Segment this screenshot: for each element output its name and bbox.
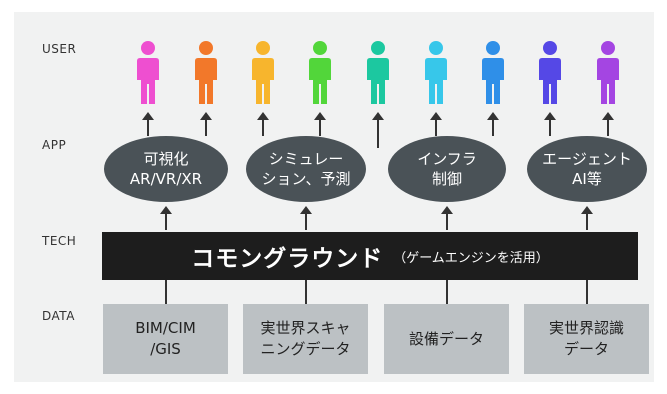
layer-label-data: DATA bbox=[42, 309, 75, 323]
user-person-icon-1 bbox=[131, 40, 165, 106]
user-person-icon-3 bbox=[246, 40, 280, 106]
data-box-recognition: 実世界認識 データ bbox=[524, 304, 649, 374]
arrow-up-icon bbox=[486, 112, 500, 136]
data-box-scanning: 実世界スキャ ニングデータ bbox=[243, 304, 368, 374]
user-person-icon-7 bbox=[476, 40, 510, 106]
app-bubble-line1: インフラ bbox=[417, 150, 477, 168]
data-box-line2: データ bbox=[563, 340, 609, 358]
app-bubble-simulation: シミュレー ション、予測 bbox=[246, 136, 366, 202]
user-person-icon-2 bbox=[189, 40, 223, 106]
arrow-up-icon bbox=[313, 112, 327, 136]
app-bubble-line1: シミュレー bbox=[268, 150, 344, 168]
tech-subtitle: （ゲームエンジンを活用） bbox=[393, 250, 549, 266]
tech-bar: コモングラウンド （ゲームエンジンを活用） bbox=[102, 232, 638, 280]
data-box-equipment: 設備データ bbox=[384, 304, 509, 374]
data-box-line2: /GIS bbox=[150, 340, 181, 358]
user-person-icon-4 bbox=[303, 40, 337, 106]
app-bubble-line2: 制御 bbox=[431, 170, 462, 188]
arrow-up-icon bbox=[159, 206, 173, 230]
tech-title: コモングラウンド bbox=[191, 246, 384, 272]
app-bubble-line1: 可視化 bbox=[143, 150, 189, 168]
connector-line bbox=[446, 280, 448, 304]
data-box-line1: BIM/CIM bbox=[135, 319, 196, 337]
connector-line bbox=[305, 280, 307, 304]
arrow-up-icon bbox=[299, 206, 313, 230]
arrow-up-icon bbox=[580, 206, 594, 230]
layer-label-user: USER bbox=[42, 42, 77, 56]
data-box-bim-cim-gis: BIM/CIM /GIS bbox=[103, 304, 228, 374]
data-box-line1: 実世界認識 bbox=[548, 319, 624, 337]
connector-line bbox=[165, 280, 167, 304]
app-bubble-infrastructure: インフラ 制御 bbox=[388, 136, 506, 202]
user-person-icon-5 bbox=[361, 40, 395, 106]
user-person-icon-6 bbox=[419, 40, 453, 106]
app-bubble-line2: ション、予測 bbox=[261, 170, 351, 188]
connector-line bbox=[586, 280, 588, 304]
app-bubble-visualization: 可視化 AR/VR/XR bbox=[104, 136, 228, 202]
arrow-up-icon bbox=[199, 112, 213, 136]
arrow-up-icon bbox=[429, 112, 443, 136]
app-bubble-line2: AI等 bbox=[572, 170, 602, 188]
arrow-up-icon bbox=[440, 206, 454, 230]
layer-label-tech: TECH bbox=[42, 234, 77, 248]
user-person-icon-9 bbox=[591, 40, 625, 106]
arrow-up-icon bbox=[371, 112, 385, 148]
app-bubble-line1: エージェント bbox=[542, 150, 632, 168]
arrow-up-icon bbox=[601, 112, 615, 136]
layer-label-app: APP bbox=[42, 138, 67, 152]
data-box-line1: 実世界スキャ bbox=[260, 319, 351, 337]
data-box-line2: ニングデータ bbox=[260, 340, 351, 358]
arrow-up-icon bbox=[543, 112, 557, 136]
user-person-icon-8 bbox=[533, 40, 567, 106]
arrow-up-icon bbox=[141, 112, 155, 136]
arrow-up-icon bbox=[256, 112, 270, 136]
data-box-line1: 設備データ bbox=[408, 329, 484, 348]
app-bubble-agent-ai: エージェント AI等 bbox=[527, 136, 647, 202]
app-bubble-line2: AR/VR/XR bbox=[129, 170, 203, 188]
